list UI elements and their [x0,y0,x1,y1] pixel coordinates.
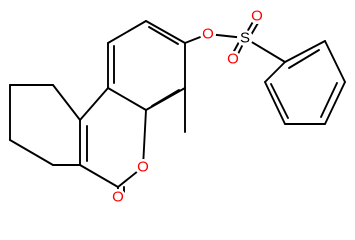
bond-line [250,22,259,36]
bond-line [145,20,186,44]
bond-line [324,40,346,83]
bond-line [79,87,109,121]
chemical-structure: O O O O O S [9,8,346,206]
bond-line [107,87,147,111]
ester-ring-oxygen: O [135,159,151,176]
svg-text:O: O [251,8,263,25]
svg-text:O: O [137,159,149,176]
bond-line [52,84,81,121]
bond-line [264,61,286,83]
bond-line [264,81,286,125]
svg-text:O: O [227,51,239,68]
bond-line [288,49,320,69]
bond-line [142,109,147,168]
sulfur-atom: S [237,30,253,47]
bond-line [9,139,54,166]
svg-text:S: S [240,30,250,47]
sulfonyl-oxygen-bottom: O [225,51,241,68]
bond-line [79,164,119,188]
bond-line [284,40,326,63]
bond-line [270,83,289,119]
atom-labels: O O O O O S [110,8,265,206]
svg-text:O: O [202,26,214,43]
bond-line [151,89,180,107]
bond-lines [9,19,346,198]
bond-line [324,81,346,125]
sulfonyl-oxygen-top: O [249,8,265,25]
bond-line [107,20,147,44]
bond-line [148,26,179,45]
bond-line [320,82,338,118]
carbonyl-oxygen: O [110,189,126,206]
svg-text:O: O [112,189,124,206]
sulfonate-ester-oxygen: O [200,26,216,43]
